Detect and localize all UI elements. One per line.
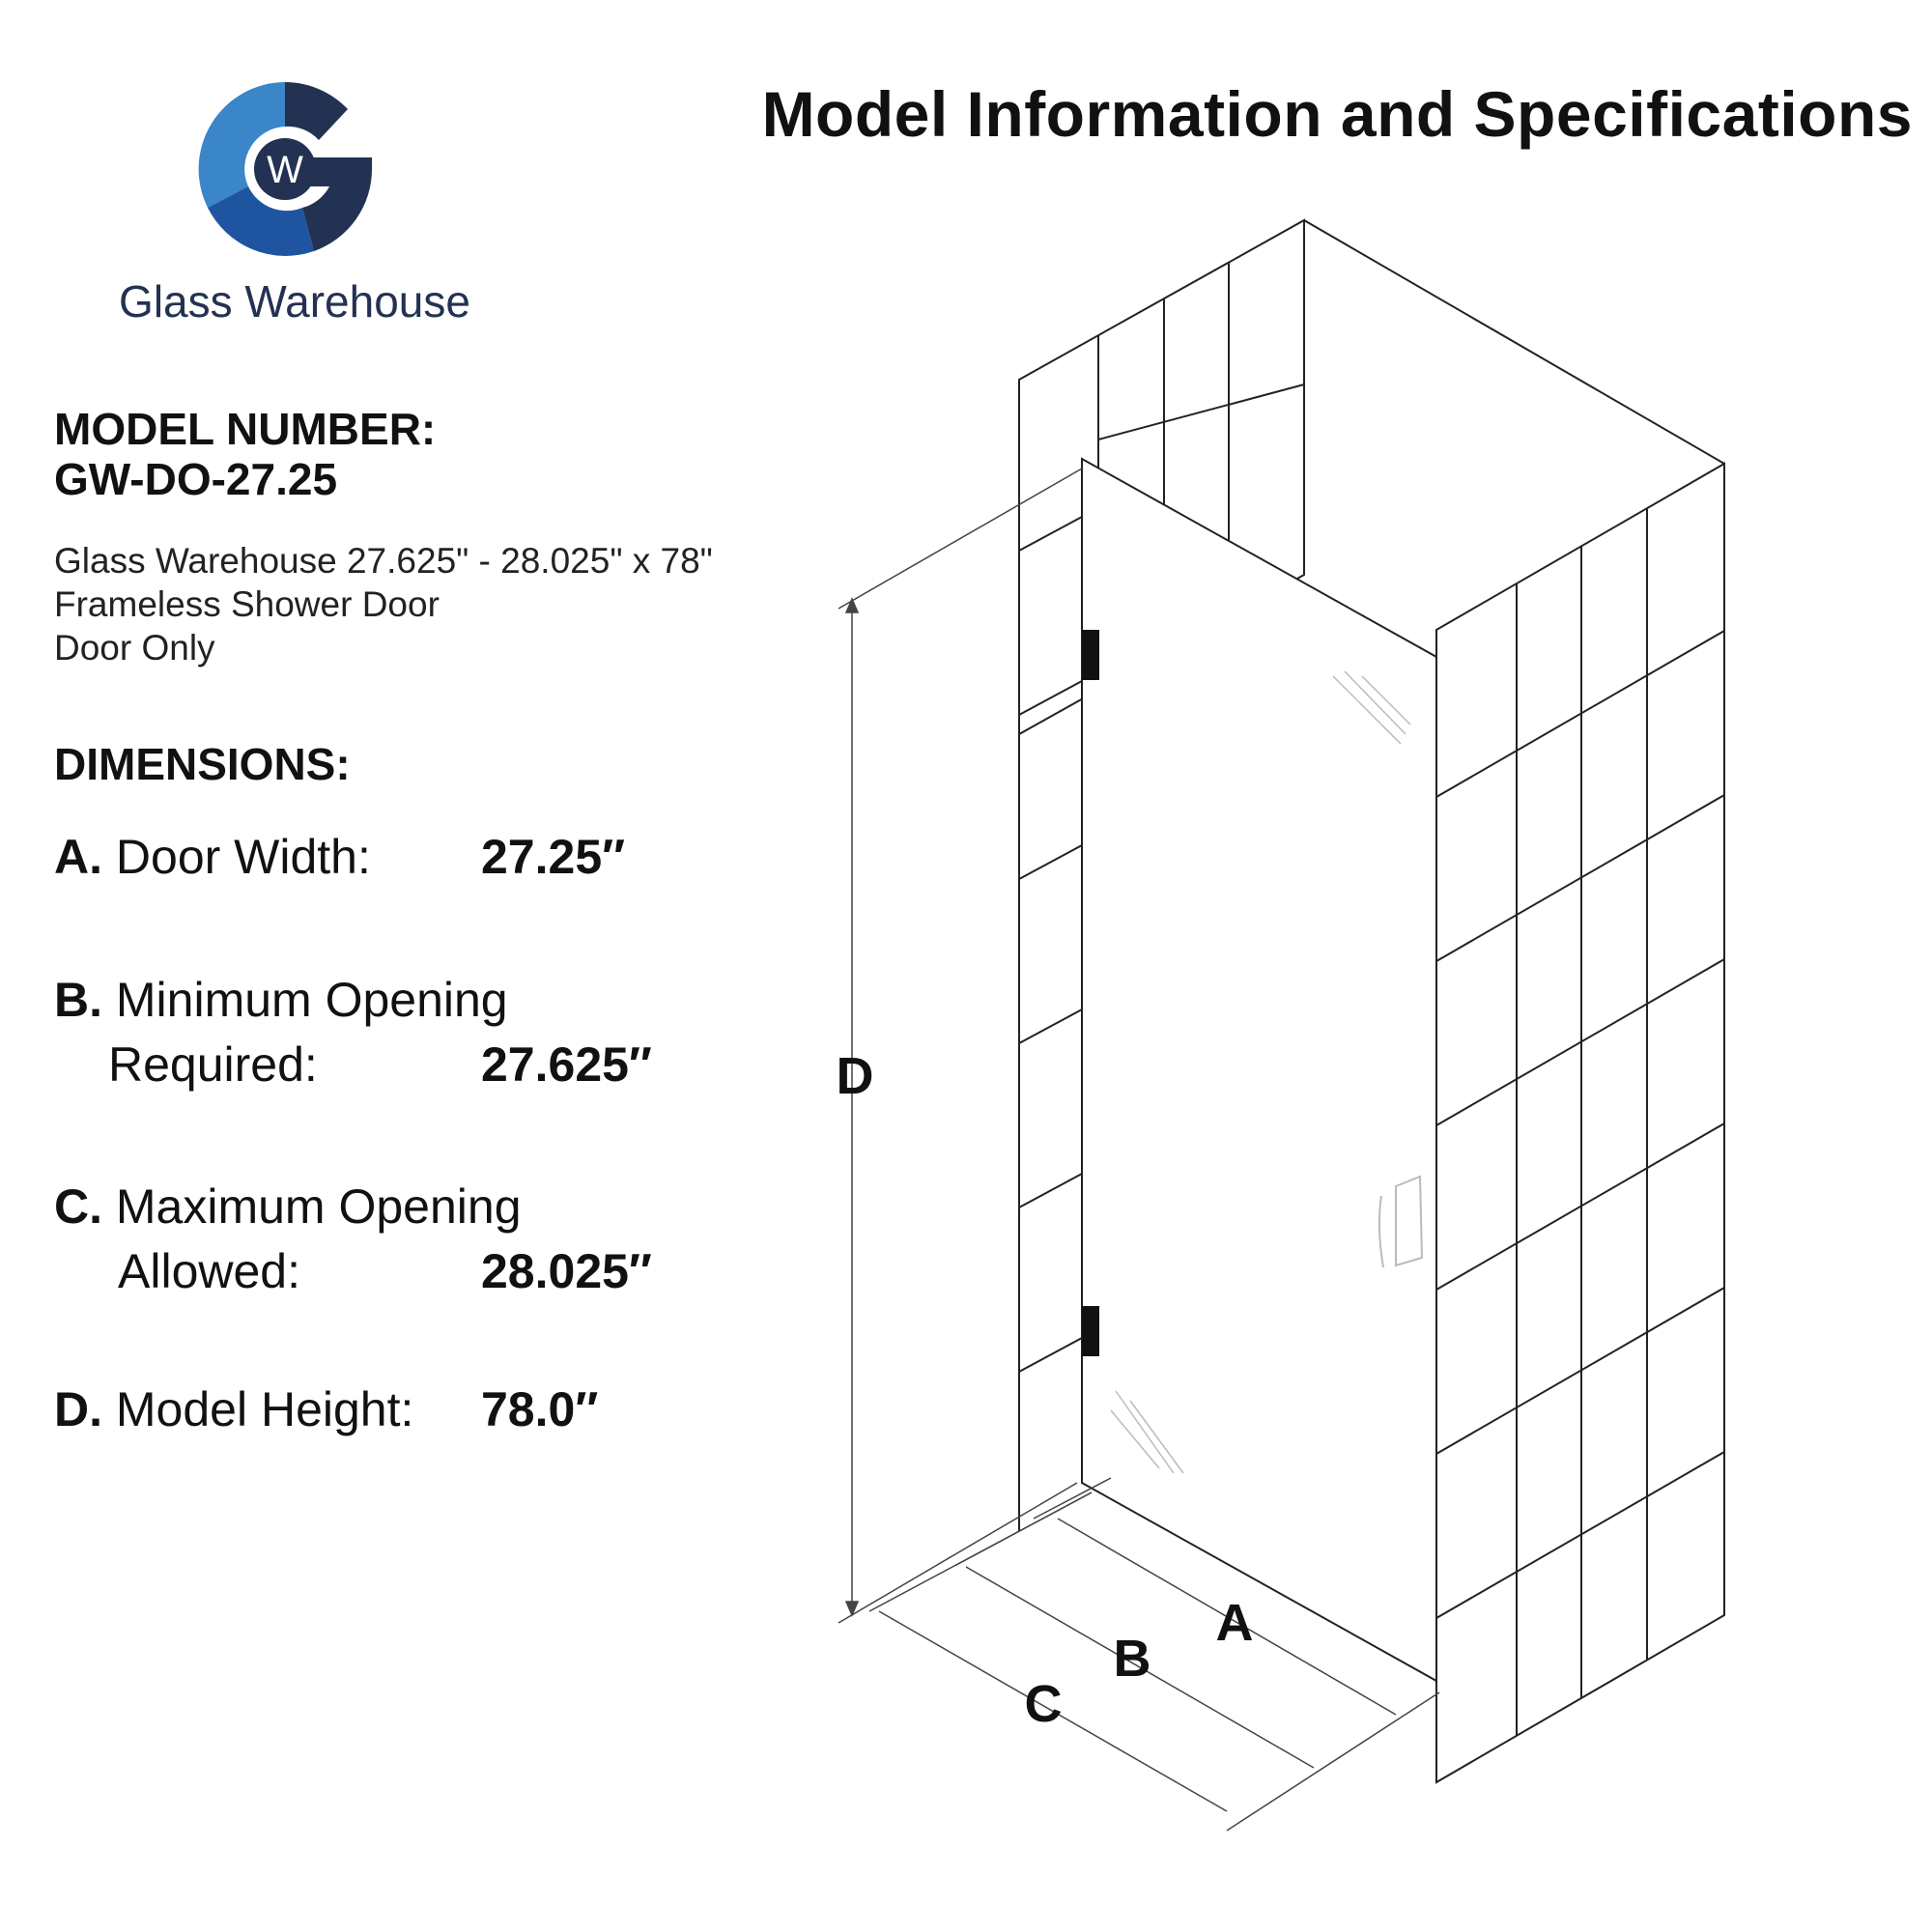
- dimension-marker-c: C: [1025, 1675, 1063, 1733]
- dimension-value: 27.625″: [481, 1037, 652, 1092]
- dimension-label: Minimum Opening: [115, 973, 508, 1027]
- dimension-marker-b: B: [1114, 1630, 1151, 1688]
- dimensions-heading: DIMENSIONS:: [54, 739, 351, 789]
- dimension-label: Door Width:: [115, 830, 371, 884]
- description-line: Frameless Shower Door: [54, 584, 440, 624]
- door-panel: [1081, 457, 1437, 1683]
- dimension-a: A. Door Width: 27.25″: [54, 819, 672, 895]
- dimension-label: Allowed:: [118, 1244, 300, 1298]
- dimension-label: Required:: [108, 1037, 318, 1092]
- model-number-block: MODEL NUMBER: GW-DO-27.25: [54, 404, 436, 504]
- dimension-letter: B.: [54, 973, 102, 1027]
- glass-warehouse-logo: W: [198, 82, 373, 256]
- logo-letter: W: [267, 149, 303, 191]
- dimension-value: 28.025″: [481, 1244, 652, 1298]
- dimension-d: D. Model Height: 78.0″: [54, 1372, 672, 1447]
- dimension-letter: C.: [54, 1179, 102, 1234]
- description-line: Door Only: [54, 628, 215, 668]
- door-handle: [1378, 1175, 1424, 1268]
- model-number-value: GW-DO-27.25: [54, 454, 338, 504]
- dimension-label: Maximum Opening: [115, 1179, 522, 1234]
- dimension-value: 27.25″: [481, 830, 626, 884]
- top-hinge: [1082, 630, 1099, 680]
- dimension-marker-a: A: [1216, 1594, 1254, 1652]
- model-number-label: MODEL NUMBER:: [54, 404, 437, 454]
- bottom-hinge: [1082, 1306, 1099, 1356]
- dimension-letter: A.: [54, 830, 102, 884]
- dimension-marker-d: D: [837, 1047, 874, 1105]
- dimension-b: B. Minimum Opening Required: 27.625″: [54, 962, 672, 1092]
- dimension-c: C. Maximum Opening Allowed: 28.025″: [54, 1169, 672, 1298]
- page-title: Model Information and Specifications: [761, 78, 1913, 150]
- dimension-letter: D.: [54, 1382, 102, 1436]
- brand-name: Glass Warehouse: [119, 276, 470, 327]
- model-description: Glass Warehouse 27.625" - 28.025" x 78" …: [54, 539, 713, 669]
- dimension-value: 78.0″: [481, 1382, 599, 1436]
- description-line: Glass Warehouse 27.625" - 28.025" x 78": [54, 541, 713, 581]
- dimension-label: Model Height:: [115, 1382, 414, 1436]
